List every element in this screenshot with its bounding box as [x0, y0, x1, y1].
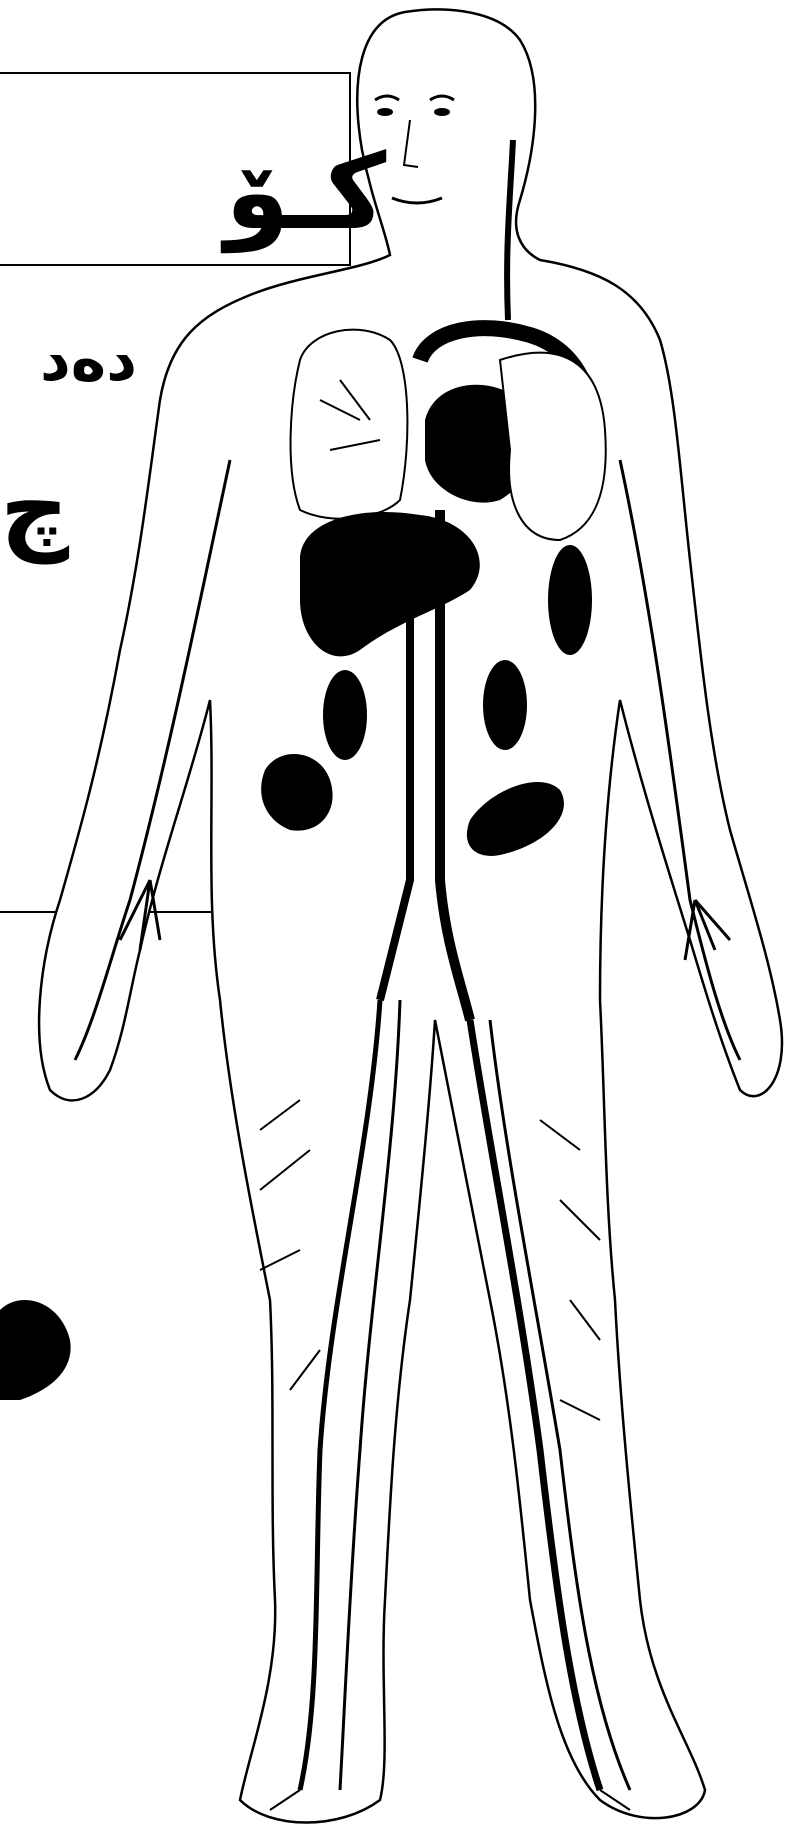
ink-blot	[0, 1300, 71, 1400]
document-title-line-3: چ	[0, 460, 69, 556]
right-kidney	[483, 660, 527, 750]
document-title-line-2: دەد	[40, 330, 137, 390]
left-kidney	[323, 670, 367, 760]
spleen	[548, 545, 592, 655]
left-eye	[377, 108, 393, 116]
document-title-line-1: کـۆ	[225, 140, 386, 244]
left-lung	[291, 330, 408, 519]
body-outline	[39, 9, 782, 1822]
right-eye	[434, 108, 450, 116]
